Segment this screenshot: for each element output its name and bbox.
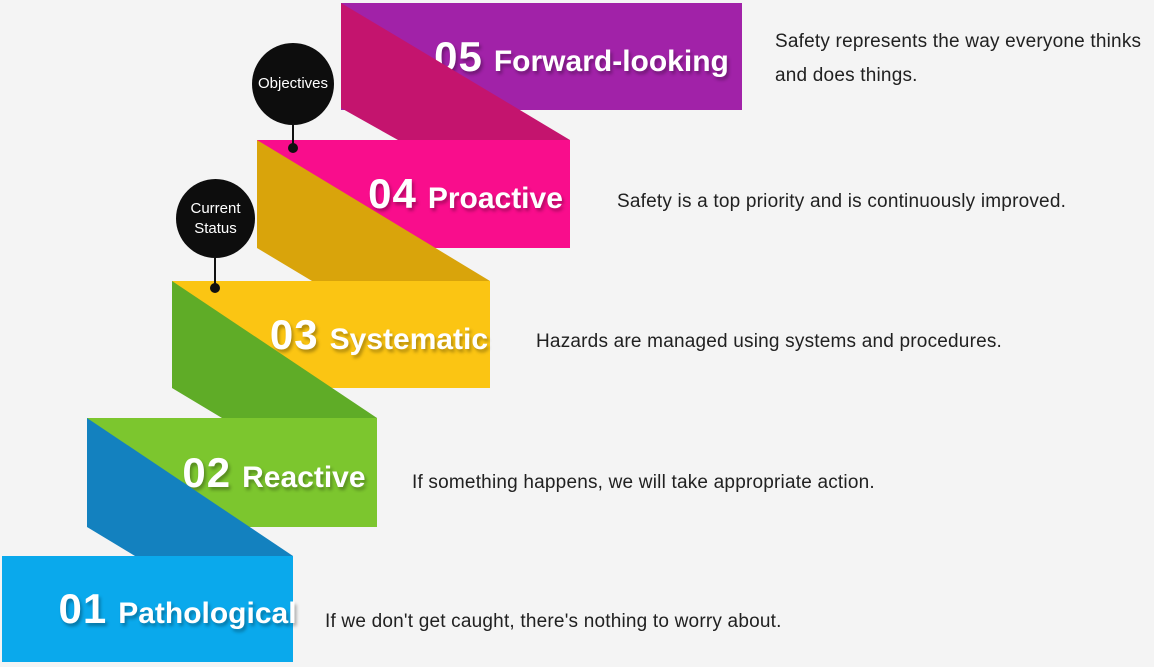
step-02-title: Reactive: [242, 460, 366, 494]
step-01-number: 01: [58, 585, 108, 632]
step-04-text: 04 Proactive: [368, 170, 563, 218]
step-04-number: 04: [368, 170, 417, 217]
current-status-connector-dot: [210, 283, 220, 293]
step-01-bar: 01 Pathological: [2, 556, 297, 662]
step-05-description: Safety represents the way everyone think…: [775, 31, 1142, 86]
step-04-title: Proactive: [427, 182, 563, 215]
objectives-badge-label: Objectives: [257, 75, 329, 92]
step-05-title: Forward-looking: [493, 44, 729, 78]
step-04-description: Safety is a top priority and is continuo…: [617, 191, 1067, 212]
step-03-number: 03: [269, 310, 319, 358]
objectives-badge: Objectives: [252, 43, 334, 125]
objectives-connector-line: [292, 123, 294, 145]
step-01-title: Pathological: [118, 597, 297, 630]
current-status-badge-label-line2: Status: [194, 219, 237, 237]
current-status-badge-label-line1: Current: [190, 199, 241, 217]
step-03-description: Hazards are managed using systems and pr…: [536, 331, 1003, 352]
step-01-text: 01 Pathological: [58, 585, 296, 633]
step-02-description: If something happens, we will take appro…: [412, 472, 875, 493]
step-03-title: Systematic: [329, 322, 489, 356]
step-01-description: If we don't get caught, there's nothing …: [325, 611, 782, 632]
objectives-connector-dot: [288, 143, 298, 153]
step-03-text: 03 Systematic: [270, 311, 488, 359]
current-status-badge: Current Status: [176, 179, 255, 258]
current-status-connector-line: [214, 256, 216, 285]
